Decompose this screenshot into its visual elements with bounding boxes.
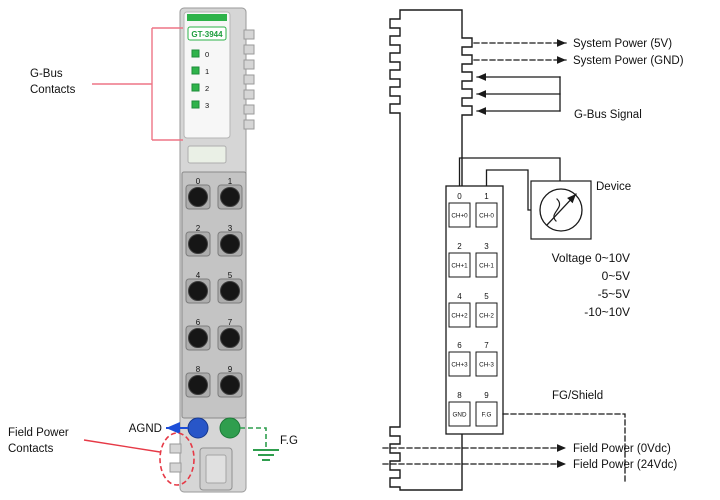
terminal-number: 8 [196, 365, 201, 374]
release-latch [187, 145, 227, 164]
gbus-contacts-callout: G-Bus Contacts [30, 27, 183, 141]
field-power-contact-tab [169, 462, 182, 473]
led-3 [191, 100, 200, 109]
field-power-callout: Field Power Contacts [8, 427, 195, 486]
led-label: 0 [205, 50, 209, 59]
led-label: 2 [205, 84, 209, 93]
terminal-numbers: 0 1 2 3 4 5 6 7 8 9 [196, 177, 233, 374]
fg-terminal [219, 417, 241, 439]
gbus-bracket-lines [92, 27, 183, 141]
grid-num: 4 [457, 292, 462, 301]
field-power-24v-label: Field Power (24Vdc) [573, 459, 677, 471]
agnd-callout: AGND [129, 422, 188, 435]
terminal-number: 9 [228, 365, 233, 374]
wiring-diagram: System Power (5V) System Power (GND) G-B… [382, 9, 684, 491]
grid-ch-label: CH+0 [451, 213, 468, 220]
field-power-contact-tab [169, 443, 182, 454]
terminal-number: 5 [228, 271, 233, 280]
device-wire-plus [458, 157, 561, 187]
terminal-number: 3 [228, 224, 233, 233]
led-label: 3 [205, 101, 209, 110]
voltage-range-labels: Voltage 0~10V 0~5V -5~5V -10~10V [552, 251, 630, 319]
gbus-signal-label: G-Bus Signal [574, 109, 642, 121]
grid-num: 2 [457, 242, 462, 251]
terminal-number: 2 [196, 224, 201, 233]
terminal-grid: 0 1 2 3 4 5 6 7 8 9 CH+0 CH-0 CH+1 CH-1 … [445, 185, 504, 435]
voltage-line: 0~5V [602, 269, 630, 283]
mounting-latch-inner [205, 454, 227, 484]
system-power-5v-label: System Power (5V) [573, 38, 672, 50]
model-number: GT-3944 [191, 30, 223, 39]
grid-num: 7 [484, 341, 489, 350]
field-power-label-2: Contacts [8, 443, 54, 455]
device-symbol-icon [530, 180, 592, 240]
led-2 [191, 83, 200, 92]
grid-ch-label: CH-3 [479, 362, 494, 369]
grid-num: 9 [484, 391, 489, 400]
fg-shield-label: FG/Shield [552, 390, 603, 402]
device-label: Device [596, 181, 631, 193]
voltage-line: -10~10V [584, 305, 630, 319]
gbus-contact-teeth [243, 29, 255, 130]
terminal-number: 1 [228, 177, 233, 186]
system-power-gnd-label: System Power (GND) [573, 55, 684, 67]
grid-ch-label: CH+3 [451, 362, 468, 369]
fg-dashed-wire [240, 427, 267, 450]
grid-ch-label: CH+2 [451, 313, 468, 320]
led-0 [191, 49, 200, 58]
fg-shield-dashed-wire [502, 413, 626, 483]
grid-num: 6 [457, 341, 462, 350]
terminal-number: 6 [196, 318, 201, 327]
agnd-terminal [187, 417, 209, 439]
fg-ground-callout: F.G [240, 427, 298, 461]
grid-ch-label: CH+1 [451, 263, 468, 270]
field-power-0v-label: Field Power (0Vdc) [573, 443, 671, 455]
grid-ch-label: CH-0 [479, 213, 494, 220]
ground-symbol-icon [253, 449, 279, 461]
top-green-strip [187, 14, 227, 21]
terminal-number: 7 [228, 318, 233, 327]
model-badge [187, 26, 227, 41]
led-1 [191, 66, 200, 75]
gbus-contacts-label-2: Contacts [30, 84, 76, 96]
voltage-line: -5~5V [598, 287, 630, 301]
grid-num: 1 [484, 192, 489, 201]
gbus-contacts-label-1: G-Bus [30, 68, 63, 80]
grid-num: 5 [484, 292, 489, 301]
grid-ch-label: CH-2 [479, 313, 494, 320]
terminal-number: 0 [196, 177, 201, 186]
field-power-highlight-ellipse [159, 432, 195, 486]
grid-num: 0 [457, 192, 462, 201]
module-photo: GT-3944 0 1 2 3 0 1 2 3 4 5 6 7 8 9 [169, 7, 255, 493]
terminal-sockets [185, 184, 243, 398]
grid-ch-label: CH-1 [479, 263, 494, 270]
grid-ch-label: F.G [482, 412, 492, 419]
gbus-signal-arrows [476, 73, 561, 115]
grid-num: 3 [484, 242, 489, 251]
led-label: 1 [205, 67, 209, 76]
fg-label: F.G [280, 435, 298, 447]
agnd-label: AGND [129, 423, 162, 435]
voltage-line: Voltage 0~10V [552, 251, 630, 265]
status-leds: 0 1 2 3 [191, 49, 209, 110]
grid-num: 8 [457, 391, 462, 400]
grid-ch-label: GND [453, 412, 467, 419]
field-power-label-1: Field Power [8, 427, 69, 439]
terminal-number: 4 [196, 271, 201, 280]
field-power-pointer-line [83, 439, 161, 453]
